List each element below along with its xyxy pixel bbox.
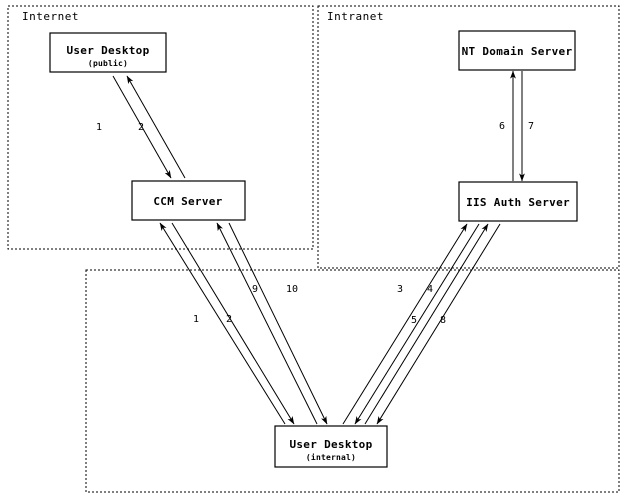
edge-line-2-public: [126, 75, 186, 179]
zone-internet-border: [7, 5, 314, 250]
node-box-iis-auth-server[interactable]: [458, 181, 578, 222]
zone-intranet-border: [317, 5, 620, 269]
node-title-nt-domain-server: NT Domain Server: [462, 45, 573, 58]
edge-label-2-public: 2: [138, 122, 144, 133]
edge-group-iis-nt: 6 7: [499, 70, 534, 182]
edge-line-5: [364, 223, 489, 425]
edge-label-8: 8: [440, 315, 446, 326]
zone-labels: Internet Intranet: [22, 10, 384, 23]
edge-line-8: [376, 223, 501, 425]
edge-label-5: 5: [411, 315, 417, 326]
edge-label-6: 6: [499, 121, 505, 132]
edge-label-9: 9: [252, 284, 258, 295]
edge-label-7: 7: [528, 121, 534, 132]
edge-line-4: [354, 223, 480, 425]
node-title-iis-auth-server: IIS Auth Server: [466, 196, 570, 209]
node-box-ccm-server[interactable]: [131, 180, 246, 221]
edge-label-3: 3: [397, 284, 403, 295]
zone-boundaries: [7, 5, 620, 493]
node-subtitle-user-desktop-internal: (internal): [306, 452, 356, 462]
edge-label-4: 4: [427, 284, 433, 295]
edge-line-2-internal: [171, 222, 295, 425]
edge-label-1-public: 1: [96, 122, 102, 133]
node-title-user-desktop-public: User Desktop: [66, 44, 149, 57]
edge-group-internal-ccm-12: 1 2: [159, 222, 295, 425]
edge-line-1-public: [112, 75, 172, 179]
edge-label-10: 10: [286, 284, 298, 295]
edge-group-internal-iis-34: 3 4: [342, 223, 480, 425]
edge-line-3: [342, 223, 468, 425]
zone-label-intranet: Intranet: [327, 10, 384, 23]
node-ccm-server[interactable]: CCM Server: [131, 180, 246, 221]
node-box-user-desktop-public[interactable]: [49, 32, 167, 73]
node-box-user-desktop-internal[interactable]: [274, 425, 388, 468]
zone-internal-border: [85, 269, 620, 493]
edge-group-public-ccm: 1 2: [96, 75, 186, 179]
edge-group-internal-iis-58: 5 8: [364, 223, 501, 425]
node-user-desktop-public[interactable]: User Desktop (public): [49, 32, 167, 73]
edge-label-1-internal: 1: [193, 314, 199, 325]
node-title-ccm-server: CCM Server: [153, 195, 222, 208]
node-box-nt-domain-server[interactable]: [458, 30, 576, 71]
edge-label-2-internal: 2: [226, 314, 232, 325]
node-title-user-desktop-internal: User Desktop: [289, 438, 372, 451]
edge-line-10: [228, 222, 328, 425]
zone-label-internet: Internet: [22, 10, 79, 23]
edge-group-internal-ccm-910: 9 10: [216, 222, 328, 425]
node-nt-domain-server[interactable]: NT Domain Server: [458, 30, 576, 71]
edge-line-9: [216, 222, 318, 425]
edge-line-1-internal: [159, 222, 286, 425]
node-iis-auth-server[interactable]: IIS Auth Server: [458, 181, 578, 222]
node-user-desktop-internal[interactable]: User Desktop (internal): [274, 425, 388, 468]
node-subtitle-user-desktop-public: (public): [88, 58, 128, 68]
